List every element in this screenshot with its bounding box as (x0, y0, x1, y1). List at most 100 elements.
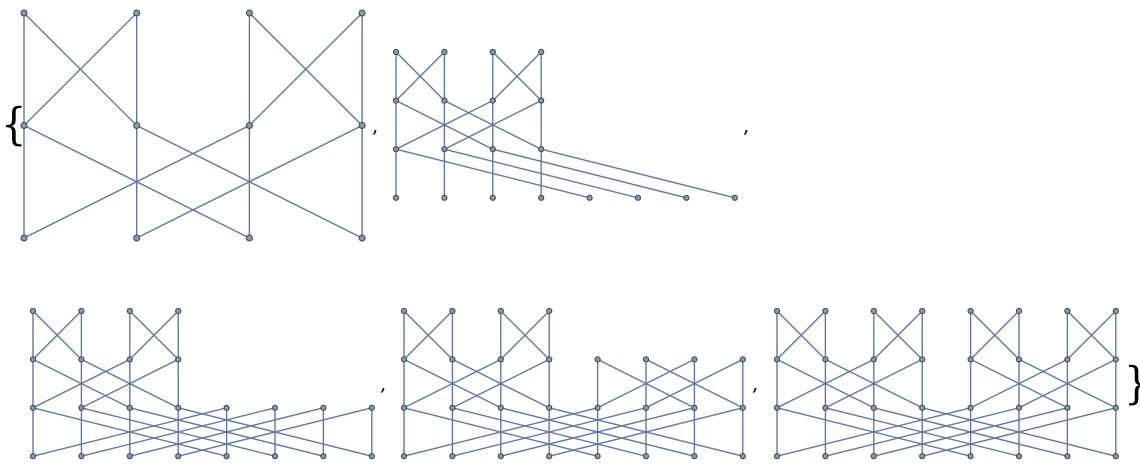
graph-edge (776, 407, 971, 457)
graph-vertex (368, 453, 375, 460)
graph-edge (825, 358, 923, 409)
graph-vertex (449, 404, 456, 411)
graph-vertex (400, 356, 408, 363)
graph-vertex (731, 194, 738, 201)
graph-edge (645, 358, 744, 409)
graph-vertex (320, 404, 327, 411)
graph-edge (81, 407, 276, 457)
graph-vertex (392, 48, 400, 56)
graph-vertex (822, 404, 829, 411)
graph-vertex (449, 453, 456, 460)
graph-vertex (175, 356, 182, 363)
graph-vertex (271, 404, 279, 411)
graph-edge (403, 407, 598, 457)
graph-vertex (1064, 404, 1071, 411)
graph-vertex (1064, 356, 1071, 363)
graph-vertex (449, 307, 456, 315)
graph-vertex (400, 453, 408, 460)
graph-vertex (223, 453, 230, 460)
graph-vertex (392, 97, 400, 104)
graph-2 (392, 48, 738, 201)
graph-edge (776, 310, 826, 360)
graph-vertex (967, 453, 974, 460)
graph-vertex (919, 356, 926, 363)
graph-vertex (1015, 404, 1023, 411)
graph-1 (20, 9, 366, 242)
graph-edge (129, 407, 324, 457)
graph-vertex (497, 356, 504, 363)
graph-vertex (773, 356, 781, 363)
graph-vertex (489, 97, 496, 104)
graph-vertex (175, 307, 182, 315)
graph-edge (500, 310, 550, 360)
graph-3 (29, 307, 375, 460)
graph-vertex (773, 404, 781, 411)
graph-vertex (1112, 453, 1119, 460)
graph-vertex (78, 404, 85, 411)
graph-edge (32, 407, 227, 457)
graph-edge (970, 310, 1020, 360)
graph-edge (541, 148, 735, 199)
graph-vertex (919, 453, 926, 460)
graph-vertex (441, 97, 448, 104)
graph-vertex (175, 453, 182, 460)
graph-edge (452, 407, 647, 457)
graph-edge (136, 124, 363, 239)
graph-vertex (449, 356, 456, 363)
graph-vertex (29, 453, 37, 460)
graph-vertex (245, 234, 253, 242)
graph-vertex (497, 453, 504, 460)
graph-vertex (126, 307, 133, 315)
graph-vertex (967, 404, 974, 411)
graph-vertex (546, 404, 553, 411)
graph-edge (248, 12, 363, 126)
graph-vertex (245, 122, 253, 129)
graph-vertex (133, 122, 141, 129)
graph-edge (452, 358, 550, 409)
graph-vertex (538, 146, 545, 153)
graph-vertex (358, 234, 366, 242)
graph-vertex (392, 194, 400, 201)
graph-vertex (870, 404, 877, 411)
graph-vertex (320, 453, 327, 460)
graph-vertex (967, 356, 974, 363)
graph-edge (492, 148, 687, 199)
graph-vertex (691, 453, 698, 460)
graph-vertex (919, 404, 926, 411)
graph-edge (444, 99, 542, 150)
graph-edge (970, 358, 1068, 409)
graph-vertex (78, 453, 85, 460)
graph-vertex (20, 9, 28, 17)
graph-vertex (78, 307, 85, 315)
graph-vertex (594, 404, 601, 411)
graph-edge (492, 51, 542, 102)
graph-vertex (20, 234, 28, 242)
graph-vertex (538, 194, 545, 201)
graph-edge (500, 407, 695, 457)
graph-vertex (546, 453, 553, 460)
graph-vertex (133, 234, 141, 242)
graph-vertex (691, 404, 698, 411)
graph-vertex (967, 307, 974, 315)
graph-vertex (919, 307, 926, 315)
graph-vertex (870, 356, 877, 363)
comma-3: , (380, 371, 386, 395)
graph-vertex (126, 356, 133, 363)
graph-vertex (1112, 404, 1119, 411)
graph-edge (597, 358, 695, 409)
graph-vertex (441, 146, 448, 153)
graph-vertex (822, 453, 829, 460)
graph-vertex (546, 356, 553, 363)
graph-vertex (739, 356, 746, 363)
graph-vertex (870, 453, 877, 460)
graph-vertex (245, 9, 253, 17)
graph-vertex (773, 307, 781, 315)
graph-vertex (739, 453, 746, 460)
graph-vertex (29, 307, 37, 315)
graph-vertex (1015, 453, 1023, 460)
graph-vertex (1112, 356, 1119, 363)
graph-vertex (1064, 307, 1071, 315)
graph-edge (395, 51, 445, 102)
graph-vertex (489, 48, 496, 56)
